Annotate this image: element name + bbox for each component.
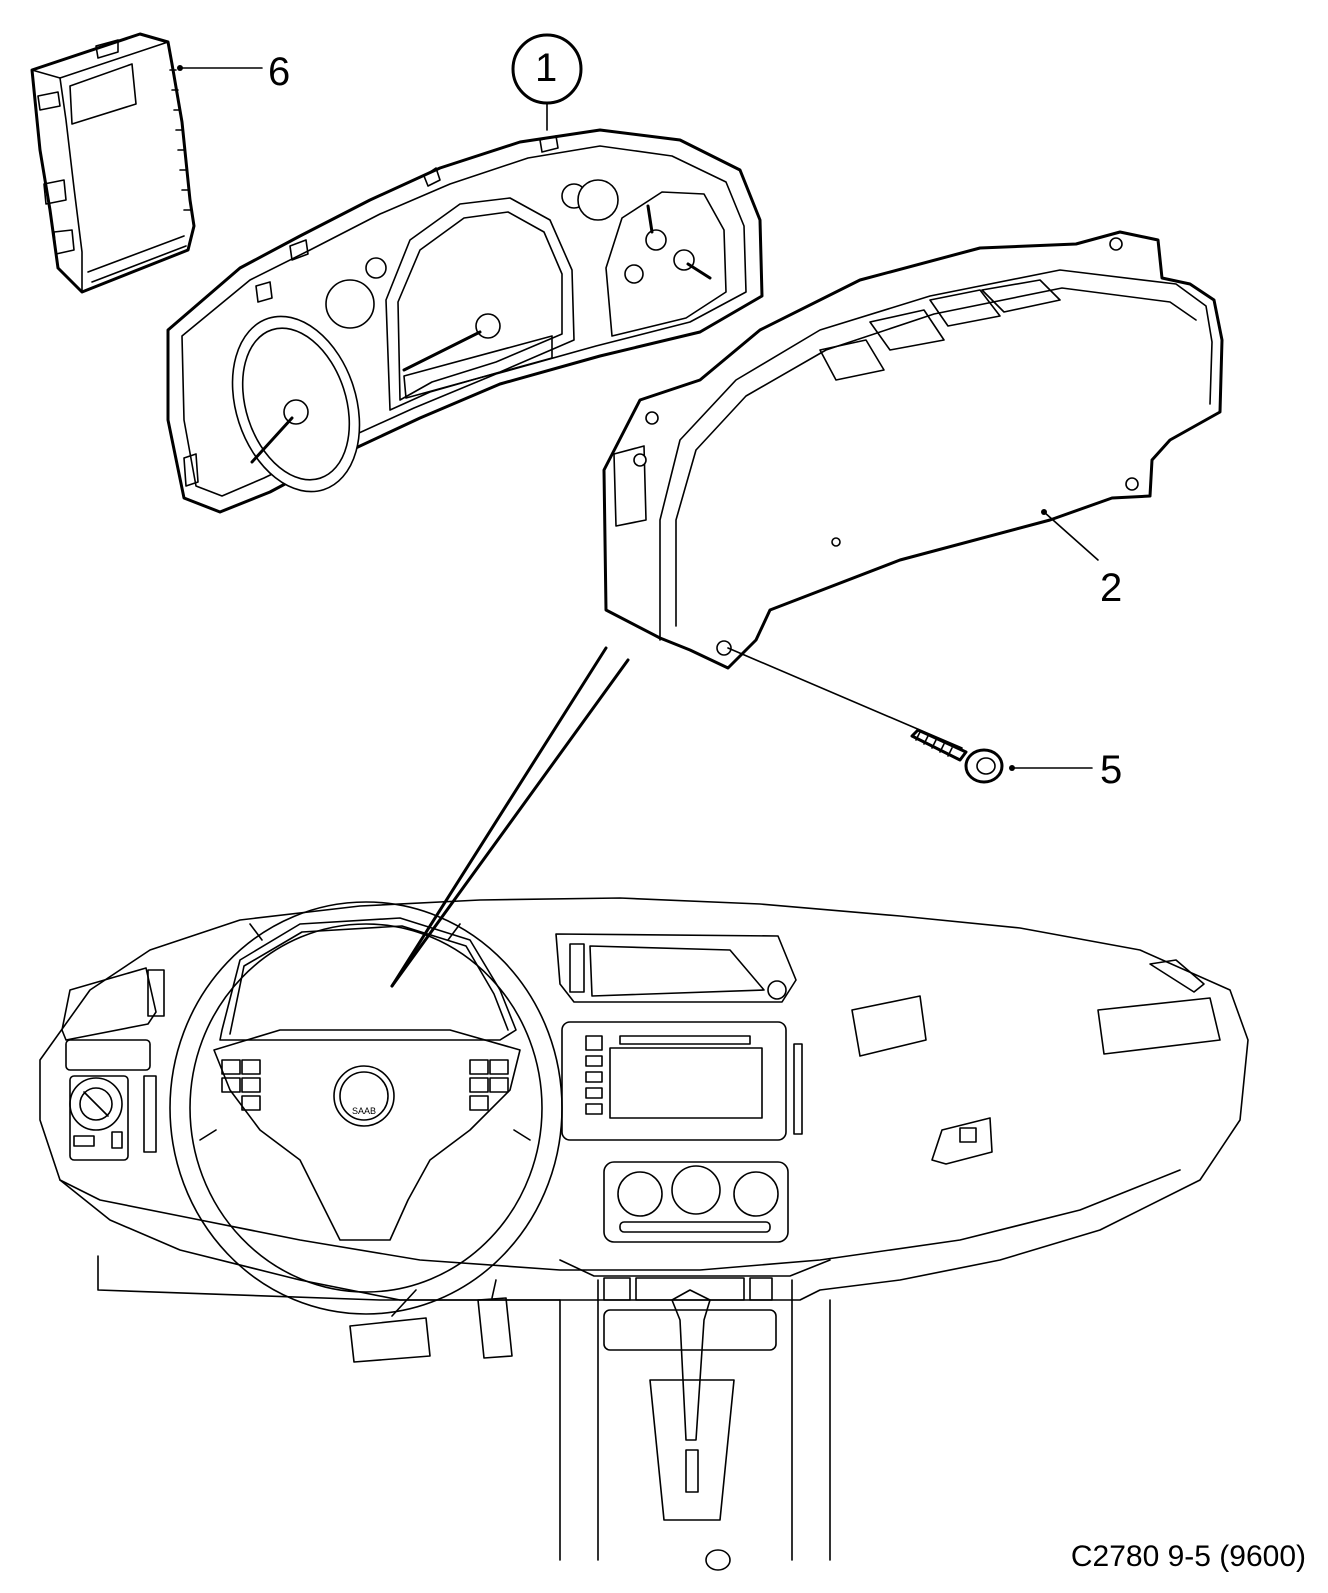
dashboard-overview: SAAB (39, 897, 1249, 1571)
drawing-code: C2780 9-5 (9600) (1070, 1540, 1306, 1573)
leader-dot-6 (177, 65, 183, 71)
callout-5: 5 (1100, 748, 1123, 792)
pointer-line-a (390, 646, 608, 988)
leader-dot-2 (1041, 509, 1047, 515)
control-module-part (30, 32, 196, 294)
steering-wheel-badge: SAAB (352, 1106, 376, 1116)
callout-6: 6 (268, 50, 291, 94)
leader-dot-5 (1009, 765, 1015, 771)
instrument-cluster-part (166, 128, 764, 514)
pointer-line-b (390, 658, 630, 988)
callout-1: 1 (535, 46, 558, 90)
leader-line-2 (1043, 511, 1099, 561)
cluster-housing-part (602, 230, 1224, 670)
callout-2: 2 (1100, 566, 1123, 610)
screw-part (727, 647, 1004, 784)
